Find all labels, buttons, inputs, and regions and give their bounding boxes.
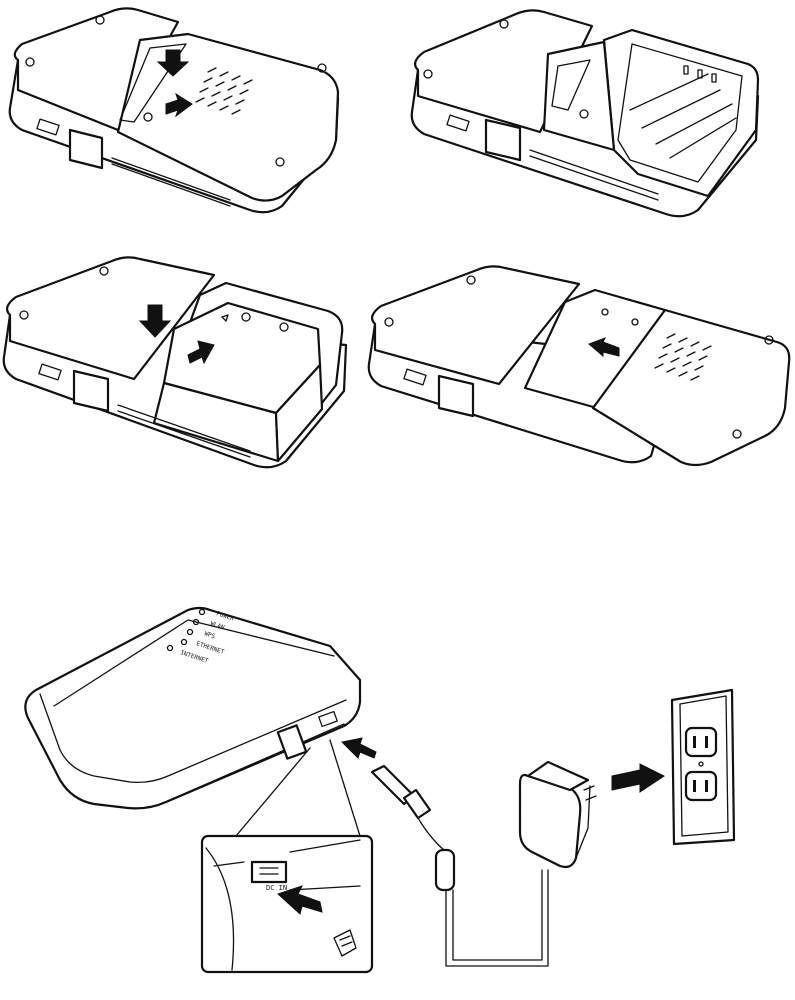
right-arrow-icon (612, 764, 664, 792)
step-3-panel (0, 245, 350, 470)
left-arrow-icon (342, 738, 376, 758)
wall-outlet-icon (672, 690, 734, 844)
step-3-illustration (0, 245, 350, 470)
step-2-panel (408, 0, 763, 220)
dc-in-label: DC IN (266, 884, 287, 892)
power-adapter-icon (520, 762, 596, 867)
step-1-illustration (0, 0, 350, 215)
router: POWER WLAN WPS ETHERNET INTERNET (25, 608, 360, 808)
power-connection-panel: POWER WLAN WPS ETHERNET INTERNET DC IN (0, 590, 795, 1000)
step-2-illustration (408, 0, 763, 220)
power-connection-illustration: POWER WLAN WPS ETHERNET INTERNET DC IN (0, 590, 795, 1000)
step-1-panel (0, 0, 350, 215)
step-4-illustration (365, 258, 795, 468)
step-4-panel (365, 258, 795, 468)
